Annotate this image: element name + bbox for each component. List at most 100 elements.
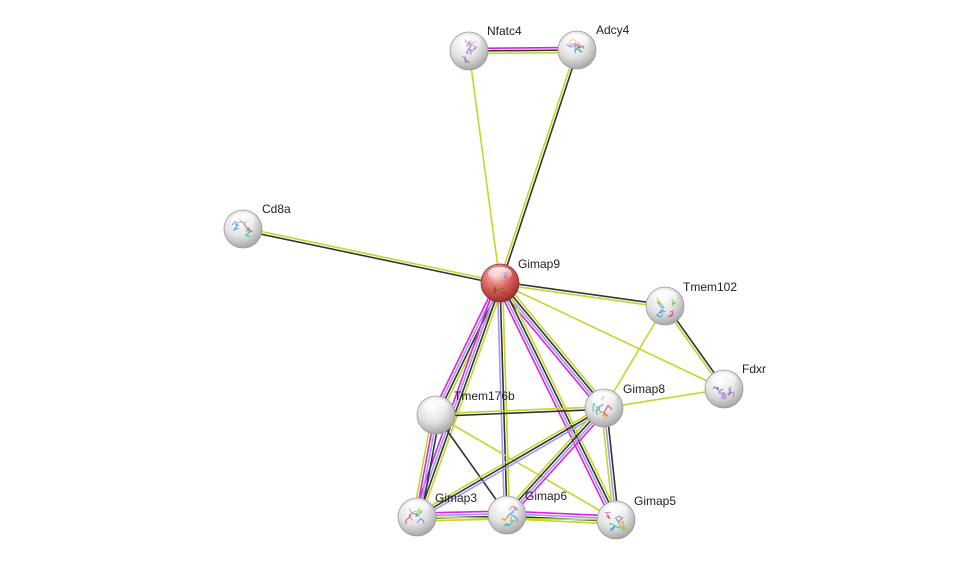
- edge-evidence-coexpression: [242, 229, 500, 286]
- structure-strand: [500, 291, 508, 295]
- edge-evidence-textmining: [435, 414, 617, 521]
- structure-strand: [595, 405, 603, 413]
- edge-fdxr-gimap8[interactable]: [603, 388, 725, 409]
- edge-evidence-textmining: [415, 405, 604, 516]
- structure-strand: [506, 513, 519, 522]
- structure-strand: [603, 404, 613, 417]
- node-nfatc4[interactable]: Nfatc4: [449, 24, 522, 71]
- edge-evidence-coexpression: [416, 407, 605, 518]
- edge-evidence-textmining: [502, 280, 621, 519]
- node-adcy4[interactable]: Adcy4: [557, 23, 630, 70]
- node-gimap3[interactable]: Gimap3: [397, 491, 477, 537]
- node-layer: Nfatc4 Adcy4Cd8aGimap9Tmem102FdxrGimap8Tm…: [223, 23, 766, 540]
- edge-evidence-homology: [498, 283, 604, 410]
- sphere-highlight: [653, 290, 677, 304]
- node-tmem176b[interactable]: Tmem176b: [416, 389, 515, 435]
- edge-gimap8-gimap6[interactable]: [503, 404, 608, 519]
- sphere-highlight: [565, 34, 589, 48]
- edge-tmem176b-gimap6[interactable]: [435, 414, 508, 516]
- edge-gimap9-gimap3[interactable]: [412, 281, 505, 519]
- edge-gimap9-gimap8[interactable]: [496, 279, 608, 412]
- node-label-gimap8: Gimap8: [623, 382, 665, 396]
- node-gimap9[interactable]: Gimap9: [480, 257, 560, 303]
- edge-evidence-experiments: [431, 280, 498, 414]
- sphere-highlight: [488, 267, 512, 281]
- structure-strand: [494, 286, 505, 292]
- structure-strand: [721, 394, 728, 400]
- structure-strand: [592, 403, 596, 412]
- node-gimap5[interactable]: Gimap5: [596, 494, 676, 540]
- structure-strand: [502, 521, 514, 527]
- edge-evidence-textmining: [468, 50, 501, 284]
- edge-evidence-textmining: [499, 282, 725, 390]
- node-fdxr[interactable]: Fdxr: [704, 362, 766, 409]
- edge-gimap9-fdxr[interactable]: [499, 282, 725, 390]
- structure-strand: [595, 403, 604, 415]
- node-label-cd8a: Cd8a: [262, 202, 291, 216]
- edge-adcy4-gimap9[interactable]: [498, 49, 579, 284]
- edge-evidence-coexpression: [435, 414, 508, 516]
- structure-strand: [620, 525, 627, 531]
- edge-tmem176b-gimap5[interactable]: [435, 414, 617, 521]
- edge-tmem176b-gimap8[interactable]: [435, 405, 605, 418]
- sphere-highlight: [712, 373, 736, 387]
- edge-evidence-coexpression: [500, 282, 618, 520]
- edge-evidence-textmining: [603, 305, 666, 409]
- structure-strand: [574, 48, 582, 54]
- node-label-nfatc4: Nfatc4: [487, 24, 522, 38]
- edge-nfatc4-gimap9[interactable]: [468, 50, 501, 284]
- edge-tmem102-gimap8[interactable]: [603, 305, 666, 409]
- edge-evidence-textmining: [502, 279, 608, 407]
- sphere-highlight: [592, 392, 616, 406]
- edge-cd8a-gimap9[interactable]: [242, 226, 501, 286]
- structure-strand: [462, 56, 471, 63]
- structure-strand: [416, 517, 425, 524]
- structure-strand: [466, 47, 475, 55]
- edge-evidence-textmining: [501, 282, 511, 515]
- sphere-highlight: [457, 35, 481, 49]
- node-tmem102[interactable]: Tmem102: [645, 280, 737, 326]
- structure-strand: [244, 228, 252, 238]
- node-label-fdxr: Fdxr: [742, 362, 766, 376]
- structure-strand: [510, 516, 517, 523]
- structure-strand: [726, 386, 733, 396]
- node-cd8a[interactable]: Cd8a: [223, 202, 291, 249]
- edge-evidence-coexpression: [499, 282, 508, 516]
- edge-evidence-textmining: [498, 49, 577, 283]
- node-gimap6[interactable]: Gimap6: [487, 489, 567, 535]
- node-gimap8[interactable]: Gimap8: [584, 382, 665, 428]
- edge-gimap8-gimap3[interactable]: [415, 405, 606, 520]
- edge-evidence-homology: [415, 282, 500, 517]
- sphere-highlight: [604, 504, 628, 518]
- edge-evidence-textmining: [419, 284, 505, 519]
- edge-gimap9-tmem102[interactable]: [499, 280, 666, 309]
- edge-evidence-textmining: [243, 226, 501, 283]
- edge-gimap9-gimap5[interactable]: [495, 280, 621, 523]
- edge-evidence-coexpression: [500, 50, 579, 284]
- edge-evidence-coexpression: [500, 280, 666, 306]
- node-label-gimap5: Gimap5: [634, 494, 676, 508]
- edge-evidence-homology: [498, 283, 616, 521]
- edge-evidence-coexpression: [436, 408, 605, 418]
- edge-evidence-textmining: [603, 388, 725, 409]
- edge-evidence-textmining: [499, 283, 665, 309]
- edge-evidence-coexpression: [417, 283, 502, 518]
- edge-evidence-experiments: [496, 284, 602, 412]
- edge-evidence-experiments: [412, 281, 498, 516]
- edge-evidence-coexpression: [500, 281, 606, 408]
- edge-evidence-textmining: [503, 404, 602, 513]
- protein-structure-icon: [712, 386, 735, 400]
- edge-evidence-homology: [507, 408, 606, 517]
- structure-strand: [610, 525, 616, 532]
- structure-strand: [720, 392, 727, 400]
- edge-evidence-experiments: [495, 284, 614, 523]
- edge-evidence-experiments: [509, 410, 608, 519]
- sphere-highlight: [424, 399, 448, 413]
- node-label-gimap9: Gimap9: [518, 257, 560, 271]
- structure-strand: [668, 310, 674, 318]
- edge-gimap9-gimap6[interactable]: [496, 282, 511, 516]
- structure-strand: [712, 386, 720, 392]
- node-label-tmem176b: Tmem176b: [454, 389, 515, 403]
- node-label-gimap6: Gimap6: [525, 489, 567, 503]
